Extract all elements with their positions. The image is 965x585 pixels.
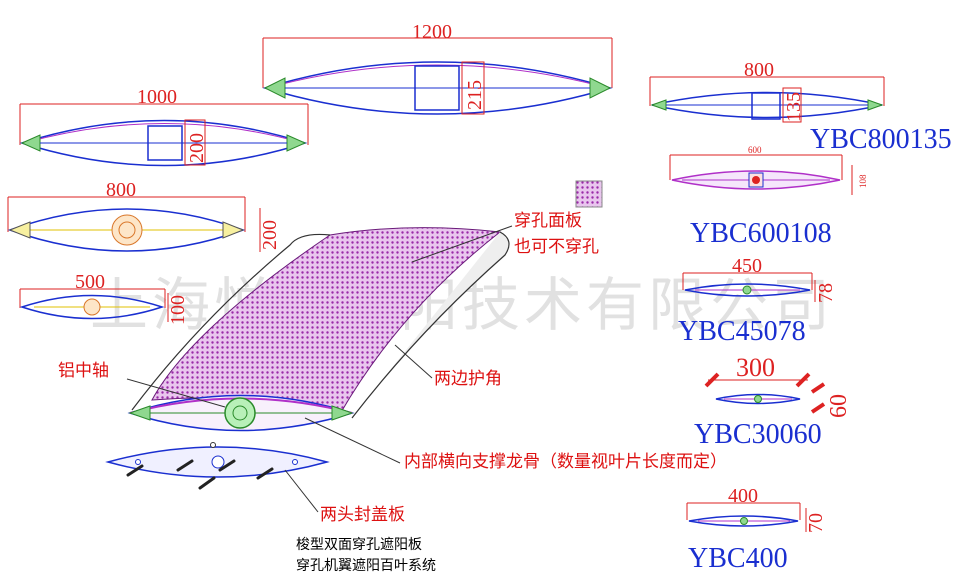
dim-width-1000: 1000 xyxy=(137,86,177,108)
callout-edge-guard: 两边护角 xyxy=(434,369,502,389)
callout-perforation-optional: 也可不穿孔 xyxy=(514,237,599,257)
caption-line-2: 穿孔机翼遮阳百叶系统 xyxy=(296,558,436,574)
model-ybc600108: YBC600108 xyxy=(690,218,832,249)
profile-300: 300 60 YBC30060 xyxy=(694,353,852,450)
dim-width-600: 600 xyxy=(748,145,762,155)
model-ybc800135: YBC800135 xyxy=(810,124,952,155)
caption-line-1: 梭型双面穿孔遮阳板 xyxy=(296,536,422,553)
dim-height-70: 70 xyxy=(805,513,827,533)
dim-height-215: 215 xyxy=(464,80,486,110)
end-cap-plate xyxy=(105,442,330,490)
dim-height-200a: 200 xyxy=(186,133,208,163)
airfoil-blade-3d xyxy=(127,227,510,432)
profile-800a: 800 200 xyxy=(7,179,281,252)
model-ybc45078: YBC45078 xyxy=(678,316,806,347)
dim-width-800a: 800 xyxy=(106,179,136,201)
perforation-swatch xyxy=(575,180,603,208)
callout-internal-rib: 内部横向支撑龙骨（数量视叶片长度而定） xyxy=(404,452,727,472)
dim-width-1200: 1200 xyxy=(412,21,452,43)
dim-width-500: 500 xyxy=(75,271,105,293)
profile-800b: 800 135 YBC800135 xyxy=(649,59,952,155)
model-ybc30060: YBC30060 xyxy=(694,419,822,450)
callout-perforated-panel: 穿孔面板 xyxy=(514,211,582,231)
profile-500: 500 100 xyxy=(19,271,189,325)
dim-width-450: 450 xyxy=(732,255,762,277)
profile-1000: 1000 200 xyxy=(19,86,309,167)
model-ybc400: YBC400 xyxy=(688,543,788,574)
dim-height-200b: 200 xyxy=(259,220,281,250)
dim-width-400: 400 xyxy=(728,485,758,507)
callout-center-shaft: 铝中轴 xyxy=(58,361,109,381)
dim-width-800b: 800 xyxy=(744,59,774,81)
profile-600: 600 108 YBC600108 xyxy=(669,145,868,249)
profile-400: 400 70 YBC400 xyxy=(686,485,827,574)
profile-1200: 1200 215 xyxy=(262,21,613,115)
dim-height-108: 108 xyxy=(858,174,868,188)
dim-height-60: 60 xyxy=(826,394,852,418)
dim-height-100: 100 xyxy=(167,295,189,325)
profile-450: 450 78 YBC45078 xyxy=(678,255,837,347)
dim-height-135: 135 xyxy=(783,92,805,122)
dim-width-300: 300 xyxy=(736,353,775,382)
dim-height-78: 78 xyxy=(815,283,837,303)
leader-lines xyxy=(126,225,513,513)
callout-end-cap: 两头封盖板 xyxy=(320,505,405,525)
